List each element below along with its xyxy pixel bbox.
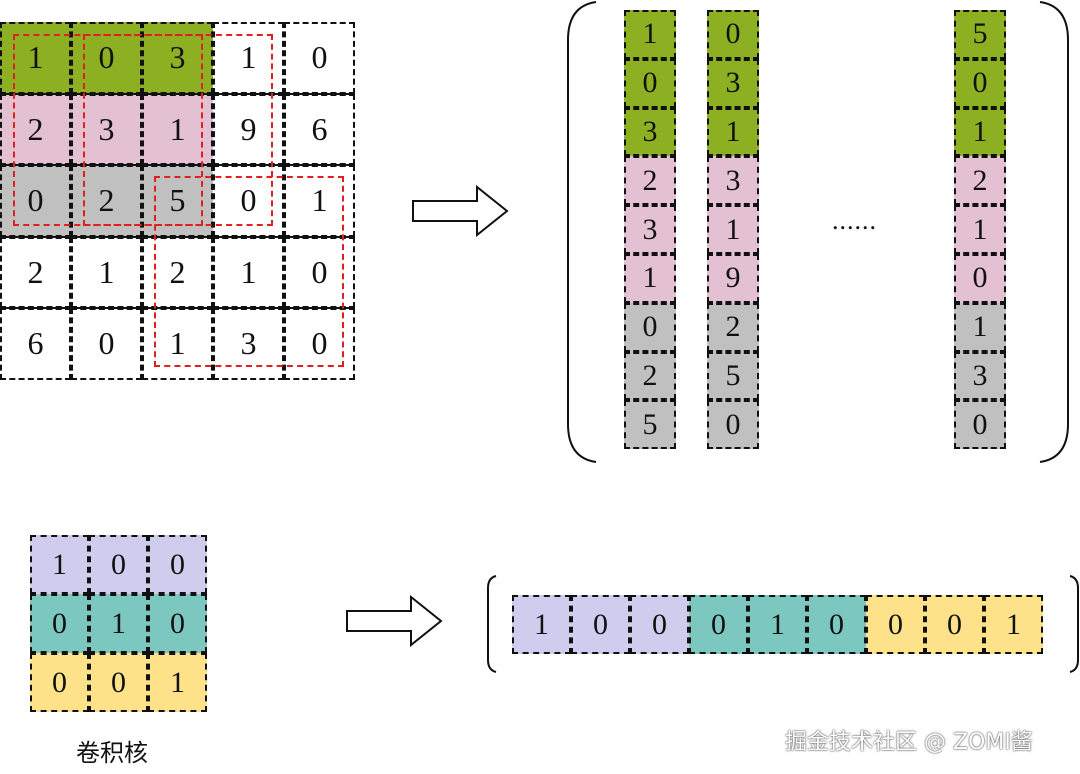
sliding-window-3 <box>154 176 344 367</box>
kernel-label: 卷积核 <box>76 739 148 767</box>
kernel-cell: 0 <box>89 535 148 594</box>
unfolded-cell: 1 <box>624 254 676 303</box>
unfolded-cell: 0 <box>954 254 1006 303</box>
unfolded-cell: 5 <box>707 351 759 401</box>
grid-row-separator <box>0 92 355 95</box>
kernel-cell: 0 <box>148 594 207 653</box>
kernel-vector-cell: 1 <box>984 595 1043 654</box>
kernel-cell: 0 <box>148 535 207 594</box>
unfolded-cell: 1 <box>954 302 1006 352</box>
input-cell: 3 <box>71 93 142 165</box>
left-parenthesis-top <box>567 1 597 463</box>
unfolded-cell: 5 <box>624 400 676 450</box>
unfolded-cell: 0 <box>954 400 1006 450</box>
unfolded-cell: 0 <box>624 302 676 352</box>
unfolded-cell: 1 <box>624 10 676 59</box>
grid-row-separator <box>0 164 355 166</box>
unfolded-cell: 1 <box>707 107 759 157</box>
kernel-vector-cell: 1 <box>512 595 571 654</box>
input-cell: 1 <box>142 308 213 380</box>
kernel-cell: 1 <box>148 653 207 712</box>
kernel-vector-cell: 0 <box>571 595 630 654</box>
transform-arrow-bottom <box>346 595 443 647</box>
grid-row-separator <box>0 235 355 238</box>
input-cell: 2 <box>0 236 71 308</box>
unfolded-cell: 3 <box>624 205 676 254</box>
input-cell: 3 <box>213 308 284 380</box>
kernel-cell: 0 <box>89 653 148 712</box>
input-cell: 1 <box>0 22 71 94</box>
unfolded-cell: 2 <box>707 302 759 352</box>
input-cell: 1 <box>71 236 142 308</box>
unfolded-cell: 3 <box>707 58 759 108</box>
kernel-cell: 0 <box>30 594 89 653</box>
kernel-cell: 1 <box>89 594 148 653</box>
unfolded-cell: 9 <box>707 254 759 303</box>
unfolded-cell: 3 <box>707 156 759 206</box>
kernel-vector-cell: 0 <box>630 595 689 654</box>
kernel-vector-cell: 0 <box>807 595 866 654</box>
grid-row-separator <box>0 307 355 309</box>
watermark: 掘金技术社区 @ ZOMI酱 <box>785 730 1033 755</box>
input-cell: 6 <box>284 93 355 165</box>
kernel-cell: 1 <box>30 535 89 594</box>
kernel-vector-cell: 0 <box>689 595 748 654</box>
ellipsis: ...... <box>832 206 877 235</box>
unfolded-cell: 3 <box>954 351 1006 401</box>
unfolded-cell: 2 <box>954 156 1006 206</box>
input-cell: 6 <box>0 308 71 380</box>
unfolded-cell: 2 <box>624 351 676 401</box>
right-bracket-bottom <box>1069 575 1079 673</box>
unfolded-cell: 2 <box>624 156 676 206</box>
left-bracket-bottom <box>487 575 497 673</box>
kernel-cell: 0 <box>30 653 89 712</box>
sliding-window-2 <box>83 34 273 226</box>
input-cell: 2 <box>0 93 71 165</box>
input-cell: 2 <box>142 236 213 308</box>
input-cell: 0 <box>284 22 355 94</box>
unfolded-cell: 3 <box>624 107 676 157</box>
unfolded-cell: 1 <box>707 205 759 254</box>
input-cell: 0 <box>71 308 142 380</box>
unfolded-cell: 0 <box>707 10 759 59</box>
unfolded-cell: 0 <box>624 58 676 108</box>
kernel-vector-cell: 1 <box>748 595 807 654</box>
unfolded-cell: 0 <box>707 400 759 450</box>
unfolded-cell: 1 <box>954 205 1006 254</box>
unfolded-cell: 5 <box>954 10 1006 59</box>
kernel-vector-cell: 0 <box>925 595 984 654</box>
unfolded-cell: 1 <box>954 107 1006 157</box>
unfolded-cell: 0 <box>954 58 1006 108</box>
transform-arrow-top <box>412 185 509 237</box>
right-parenthesis-top <box>1039 1 1069 463</box>
kernel-vector-cell: 0 <box>866 595 925 654</box>
